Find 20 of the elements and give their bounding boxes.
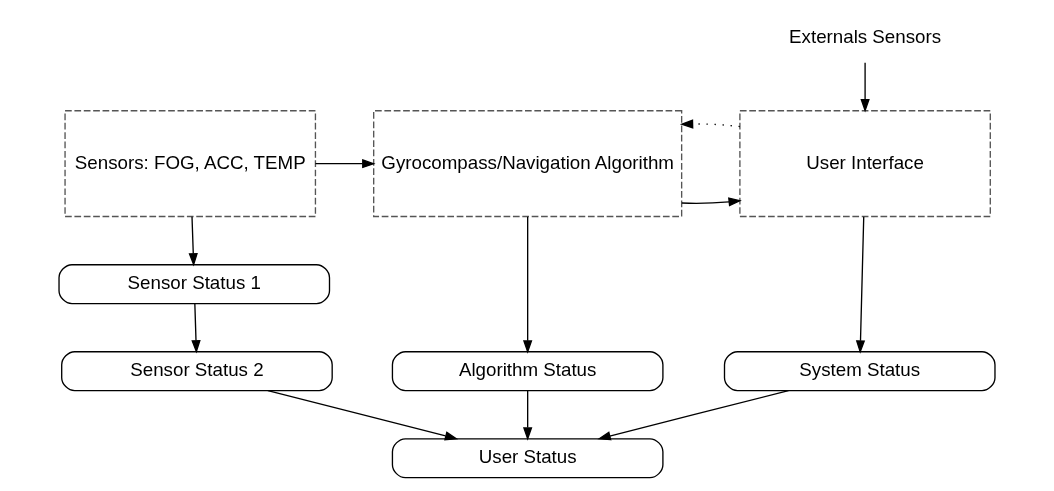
node-box: User Interface — [739, 109, 991, 217]
node-box: Sensor Status 1 — [58, 263, 331, 304]
node-box: Sensor Status 2 — [61, 350, 333, 391]
node-box: System Status — [723, 350, 996, 391]
node-box: Sensors: FOG, ACC, TEMP — [64, 109, 317, 217]
arrow — [267, 389, 459, 440]
node-text: Externals Sensors — [789, 25, 942, 47]
arrow — [855, 215, 866, 354]
node-box: Algorithm Status — [391, 350, 664, 391]
arrow — [860, 61, 870, 112]
arrow — [314, 158, 376, 168]
arrow — [681, 196, 742, 207]
arrow — [522, 215, 533, 354]
arrow — [597, 389, 790, 440]
arrow — [188, 215, 198, 266]
node-box: Gyrocompass/Navigation Algorithm — [373, 109, 683, 217]
node-box: User Status — [391, 437, 664, 478]
arrow — [679, 118, 741, 129]
arrow — [191, 302, 201, 354]
arrow — [522, 389, 533, 441]
